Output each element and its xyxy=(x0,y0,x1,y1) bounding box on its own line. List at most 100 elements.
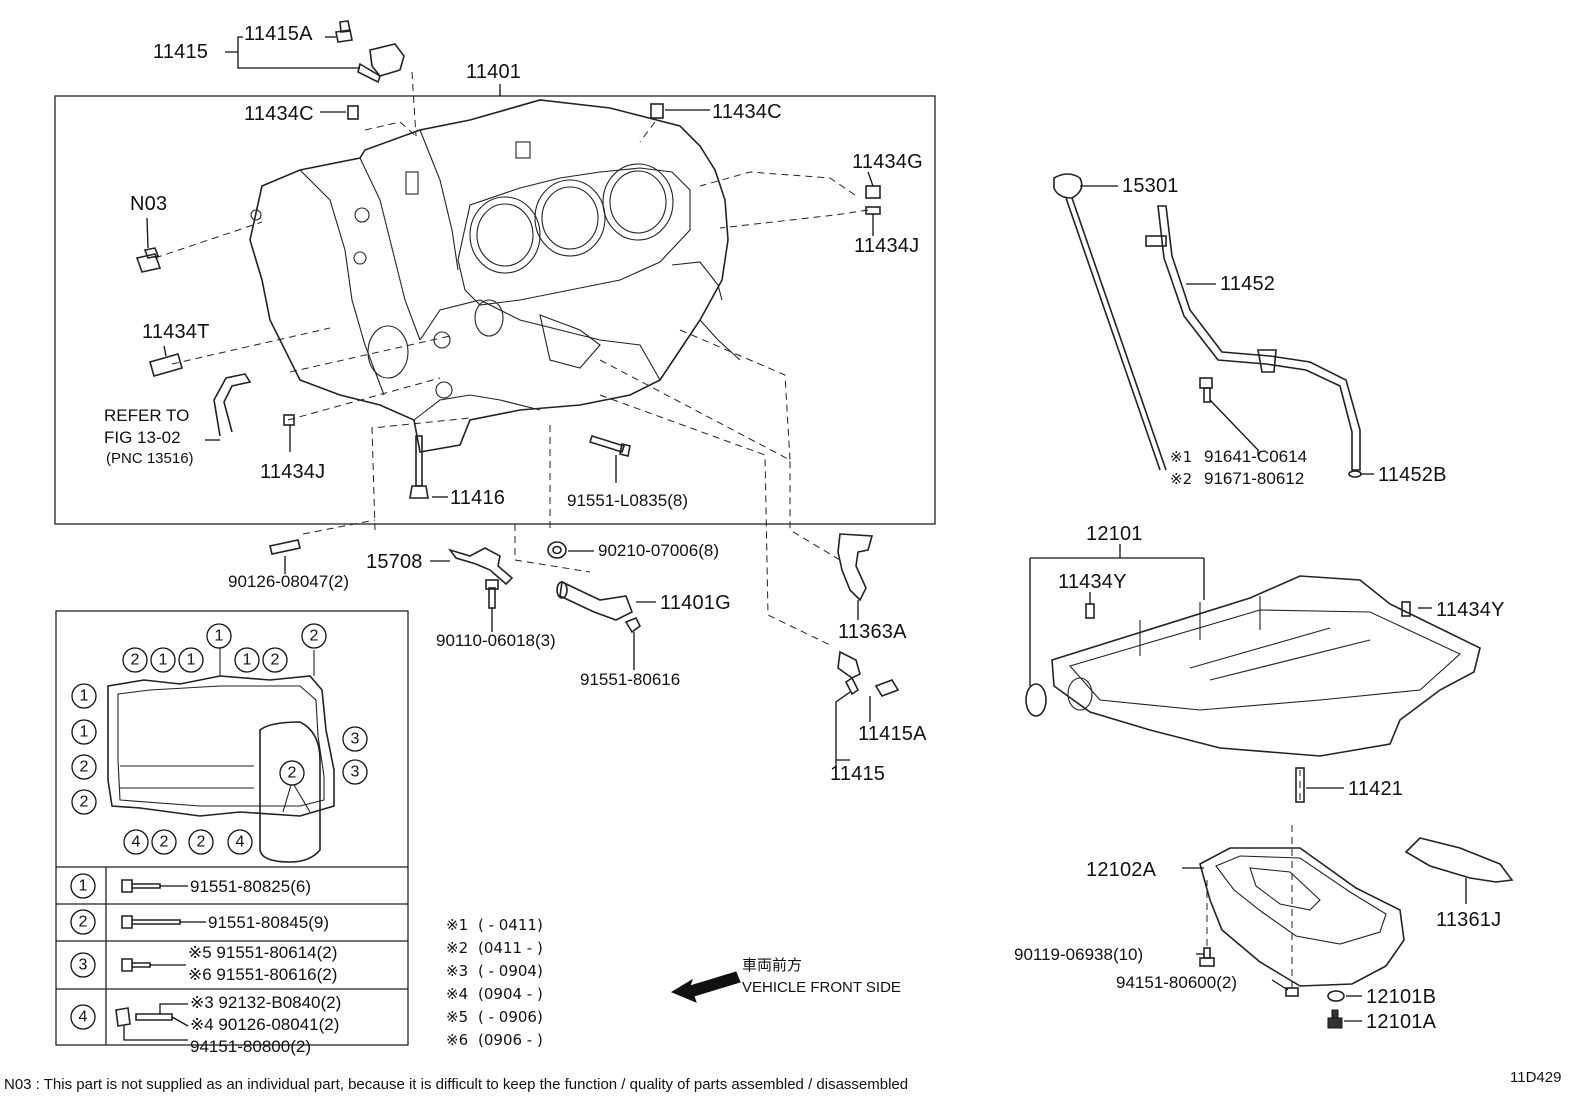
dowel-11434J-left-icon xyxy=(283,414,295,426)
label-91551-80616[interactable]: 91551-80616 xyxy=(580,670,680,689)
circle-num: 1 xyxy=(71,719,97,745)
oring-11452B-icon xyxy=(1348,470,1362,478)
dowel-11434J-right-icon xyxy=(865,206,881,215)
stud-90126-08047-icon xyxy=(269,539,301,555)
label-11415-top[interactable]: 11415 xyxy=(153,41,208,63)
label-11401[interactable]: 11401 xyxy=(466,61,521,83)
label-N03[interactable]: N03 xyxy=(130,193,167,215)
applic-mark-2: ※2 xyxy=(446,939,468,957)
refer-tube-icon xyxy=(213,373,252,437)
circle-num: 1 xyxy=(206,623,232,649)
svg-text:4: 4 xyxy=(236,834,245,851)
mark-2: ※2 xyxy=(1170,470,1192,488)
label-94151-80600[interactable]: 94151-80600(2) xyxy=(1116,973,1237,992)
label-11416[interactable]: 11416 xyxy=(450,487,505,509)
label-91551-L0835[interactable]: 91551-L0835(8) xyxy=(567,491,688,510)
label-90210-07006[interactable]: 90210-07006(8) xyxy=(598,541,719,560)
applic-range-2: (0411 - ) xyxy=(478,939,543,957)
label-11363A[interactable]: 11363A xyxy=(838,621,907,643)
bolt-80845-icon xyxy=(121,915,181,929)
circle-num: 4 xyxy=(227,829,253,855)
bolt-pattern-legend xyxy=(55,610,409,1046)
legend-row3b-part[interactable]: ※6 91551-80616(2) xyxy=(188,965,337,984)
refer-line3: (PNC 13516) xyxy=(106,450,194,467)
applic-mark-5: ※5 xyxy=(446,1008,468,1026)
label-91641-C0614[interactable]: 91641-C0614 xyxy=(1204,447,1307,466)
label-11401G[interactable]: 11401G xyxy=(660,592,731,614)
svg-text:4: 4 xyxy=(132,834,141,851)
legend-row2-part[interactable]: 91551-80845(9) xyxy=(208,913,329,932)
pan-outline-icon xyxy=(107,675,335,817)
leader-lines xyxy=(146,36,1467,1022)
label-11434Y-right[interactable]: 11434Y xyxy=(1436,599,1505,621)
label-90119-06938[interactable]: 90119-06938(10) xyxy=(1014,945,1143,964)
refer-line1: REFER TO xyxy=(104,406,189,425)
svg-text:2: 2 xyxy=(131,652,140,669)
label-11434Y-left[interactable]: 11434Y xyxy=(1058,571,1127,593)
applic-range-4: (0904 - ) xyxy=(478,985,543,1003)
legend-row4c-part[interactable]: 94151-80800(2) xyxy=(190,1037,311,1056)
applic-mark-3: ※3 xyxy=(446,962,468,980)
cylinder-block-frame xyxy=(54,95,936,525)
mark-1: ※1 xyxy=(1170,448,1192,466)
part-11415-top-icon xyxy=(357,43,405,84)
label-11361J[interactable]: 11361J xyxy=(1436,909,1501,931)
label-11434C-right[interactable]: 11434C xyxy=(712,101,782,123)
dowel-11434C-right-icon xyxy=(650,103,664,119)
label-15708[interactable]: 15708 xyxy=(366,551,423,573)
label-12101A[interactable]: 12101A xyxy=(1366,1011,1437,1033)
label-11421[interactable]: 11421 xyxy=(1348,778,1403,800)
label-11434J-left[interactable]: 11434J xyxy=(260,461,325,483)
label-12101[interactable]: 12101 xyxy=(1086,523,1143,545)
label-11415-bottom[interactable]: 11415 xyxy=(830,763,885,785)
bolt-80614-icon xyxy=(121,958,151,972)
front-arrow-icon xyxy=(670,971,741,1003)
legend-row3a-part[interactable]: ※5 91551-80614(2) xyxy=(188,943,337,962)
legend-frame xyxy=(55,610,409,1046)
legend-row-2: 2 91551-80845(9) xyxy=(70,909,329,935)
legend-row1-part[interactable]: 91551-80825(6) xyxy=(190,877,311,896)
applicability-list: ※1 ( - 0411) ※2 (0411 - ) ※3 ( - 0904) ※… xyxy=(446,916,543,1049)
dowel-11434Y-right-icon xyxy=(1401,601,1411,617)
label-11452B[interactable]: 11452B xyxy=(1378,464,1447,486)
circle-num: 2 xyxy=(71,789,97,815)
circle-num: 2 xyxy=(151,829,177,855)
refer-line2: FIG 13-02 xyxy=(104,428,181,447)
label-11434J-right[interactable]: 11434J xyxy=(854,235,919,257)
dashed-guides xyxy=(154,71,869,646)
bolt-91641-icon xyxy=(1199,377,1213,403)
nut-94151-80800-icon xyxy=(115,1007,131,1027)
sensor-11401G-icon xyxy=(556,580,634,621)
label-15301[interactable]: 15301 xyxy=(1122,175,1179,197)
circle-num: 1 xyxy=(234,647,260,673)
svg-text:1: 1 xyxy=(243,652,252,669)
circle-num: 3 xyxy=(342,759,368,785)
label-90110-06018[interactable]: 90110-06018(3) xyxy=(436,631,556,650)
svg-text:1: 1 xyxy=(159,652,168,669)
label-11434T[interactable]: 11434T xyxy=(142,321,210,343)
bolt-80825-icon xyxy=(121,879,161,893)
label-90126-08047[interactable]: 90126-08047(2) xyxy=(228,572,349,591)
footnote: N03 : This part is not supplied as an in… xyxy=(4,1076,908,1093)
label-11434C-left[interactable]: 11434C xyxy=(244,103,314,125)
circle-num: 2 xyxy=(71,754,97,780)
svg-text:3: 3 xyxy=(79,957,88,974)
label-12102A[interactable]: 12102A xyxy=(1086,859,1157,881)
dipstick-15301-icon xyxy=(1053,173,1167,471)
bolt-11416-icon xyxy=(409,435,429,499)
label-11415A-bottom[interactable]: 11415A xyxy=(858,723,927,745)
legend-row4b-part[interactable]: ※4 90126-08041(2) xyxy=(190,1015,339,1034)
circle-num: 1 xyxy=(150,647,176,673)
stud-90126-08041-icon xyxy=(135,1013,173,1021)
label-11452[interactable]: 11452 xyxy=(1220,273,1275,295)
bracket-15708-icon xyxy=(447,547,514,586)
circle-num: 2 xyxy=(301,623,327,649)
label-11434G[interactable]: 11434G xyxy=(852,151,923,173)
label-12101B[interactable]: 12101B xyxy=(1366,986,1436,1008)
label-91671-80612[interactable]: 91671-80612 xyxy=(1204,469,1304,488)
legend-row-4: 4 ※3 92132-B0840(2) ※4 90126-08041(2) 94… xyxy=(70,993,341,1056)
svg-text:2: 2 xyxy=(197,834,206,851)
legend-row4a-part[interactable]: ※3 92132-B0840(2) xyxy=(190,993,341,1012)
label-11415A-top[interactable]: 11415A xyxy=(244,23,313,45)
circle-num: 2 xyxy=(279,760,305,786)
